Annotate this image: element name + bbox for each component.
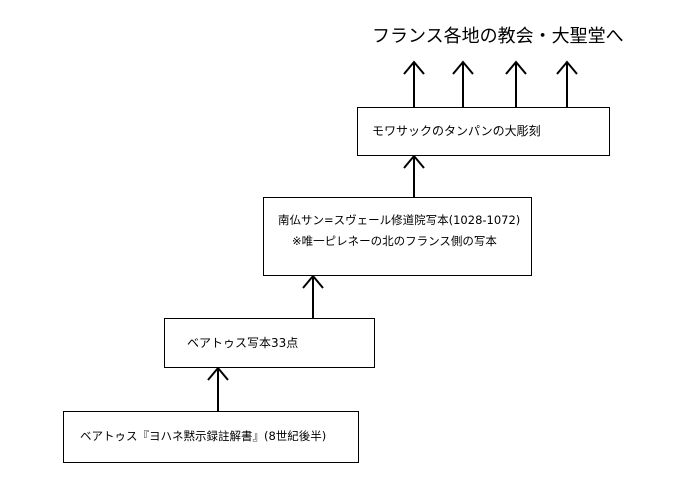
arrow-up-3 <box>505 60 527 107</box>
arrow-up-4 <box>556 60 578 107</box>
moissac-tympanum-box: モワサックのタンパンの大彫刻 <box>357 107 610 156</box>
saint-sever-note: ※唯一ピレネーの北のフランス側の写本 <box>292 234 497 248</box>
moissac-tympanum-label: モワサックのタンパンの大彫刻 <box>372 124 541 138</box>
saint-sever-box: 南仏サン=スヴェール修道院写本(1028-1072) ※唯一ピレネーの北のフラン… <box>263 197 532 276</box>
arrow-saint-sever-to-moissac <box>403 154 425 197</box>
saint-sever-label: 南仏サン=スヴェール修道院写本(1028-1072) <box>278 213 521 227</box>
beatus-commentary-label: ベアトゥス『ヨハネ黙示録註解書』(8世紀後半) <box>80 429 327 443</box>
beatus-33-box: ベアトゥス写本33点 <box>164 318 375 368</box>
arrow-up-1 <box>403 60 425 107</box>
arrow-beatus33-to-saint-sever <box>302 274 324 318</box>
beatus-commentary-box: ベアトゥス『ヨハネ黙示録註解書』(8世紀後半) <box>63 411 359 463</box>
arrow-commentary-to-beatus33 <box>207 366 229 411</box>
arrow-up-2 <box>452 60 474 107</box>
destination-title: フランス各地の教会・大聖堂へ <box>372 26 624 47</box>
beatus-33-label: ベアトゥス写本33点 <box>187 336 299 350</box>
